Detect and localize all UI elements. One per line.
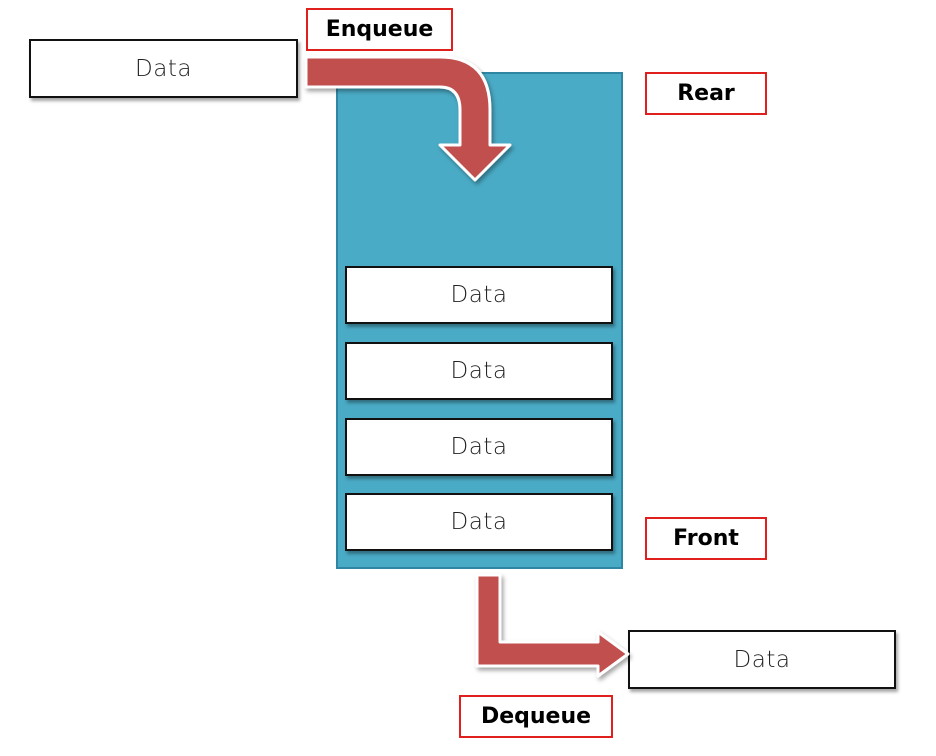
enqueue-label: Enqueue (306, 8, 453, 51)
queue-item: Data (345, 418, 613, 476)
queue-item: Data (345, 342, 613, 400)
incoming-data-box: Data (29, 39, 298, 98)
outgoing-data-box: Data (628, 630, 896, 689)
queue-item: Data (345, 493, 613, 551)
curved-right-arrow-icon (475, 573, 630, 678)
front-label: Front (645, 517, 767, 560)
queue-item: Data (345, 266, 613, 324)
rear-label: Rear (645, 72, 767, 115)
dequeue-label: Dequeue (459, 695, 613, 738)
